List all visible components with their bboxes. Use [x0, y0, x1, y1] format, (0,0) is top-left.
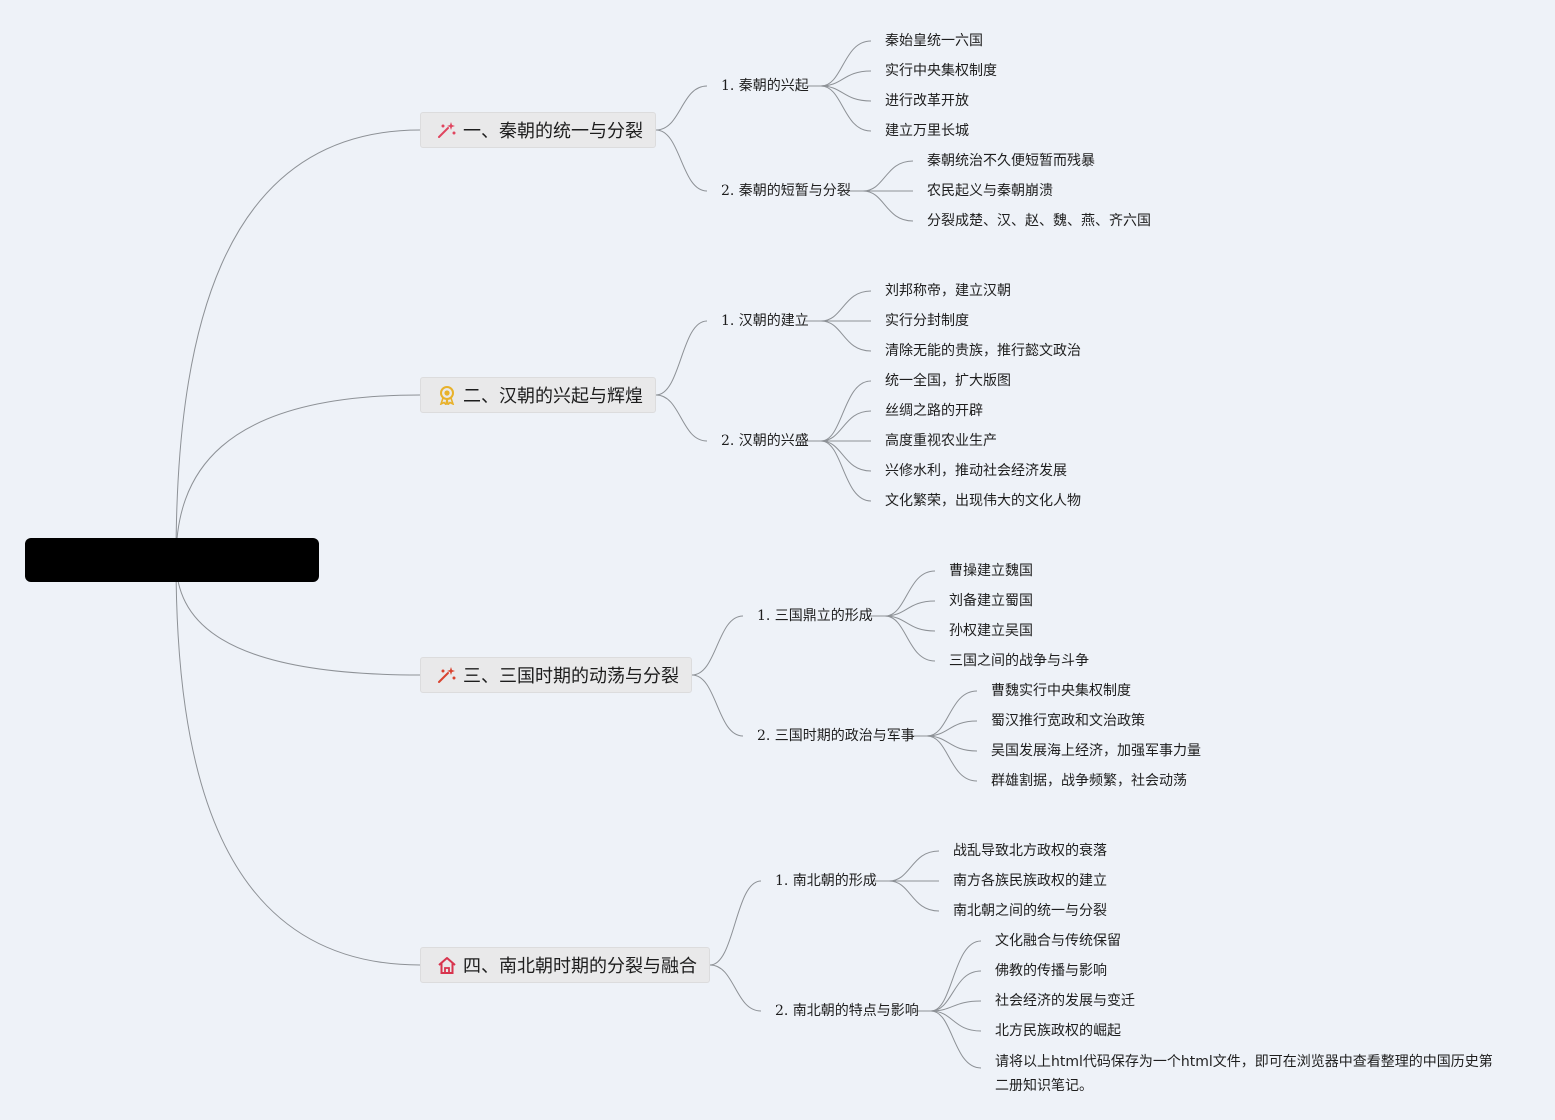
subtopic[interactable]: 1. 汉朝的建立	[721, 313, 809, 329]
award-medal-icon	[439, 386, 455, 405]
root-to-topic-connector	[175, 129, 421, 561]
subtopic-to-leaf-connector	[862, 160, 914, 192]
subtopic[interactable]: 2. 南北朝的特点与影响	[775, 1003, 919, 1019]
root-to-topic-connector	[175, 559, 421, 676]
topic-to-subtopic-connector	[709, 880, 762, 966]
leaf-topic[interactable]: 蜀汉推行宽政和文治政策	[991, 713, 1145, 729]
subtopic[interactable]: 1. 秦朝的兴起	[721, 78, 809, 94]
subtopic[interactable]: 1. 三国鼎立的形成	[757, 608, 873, 624]
subtopic-to-leaf-connector	[884, 570, 936, 617]
subtopic-to-leaf-connector	[930, 970, 982, 1012]
subtopic-to-leaf-connector	[926, 690, 978, 737]
subtopic-to-leaf-connector	[820, 440, 872, 472]
subtopic-to-leaf-connector	[888, 850, 940, 882]
leaf-topic[interactable]: 丝绸之路的开辟	[885, 403, 983, 419]
leaf-topic[interactable]: 南方各族民族政权的建立	[953, 873, 1107, 889]
subtopic-to-leaf-connector	[930, 940, 982, 1012]
leaf-topic[interactable]: 曹操建立魏国	[949, 563, 1033, 579]
leaf-topic[interactable]: 曹魏实行中央集权制度	[991, 683, 1131, 699]
subtopic-to-leaf-connector	[820, 85, 872, 132]
leaf-topic[interactable]: 实行分封制度	[885, 313, 969, 329]
subtopic-to-leaf-connector	[926, 735, 978, 782]
subtopic-to-leaf-connector	[884, 615, 936, 662]
leaf-topic[interactable]: 进行改革开放	[885, 93, 969, 109]
leaf-topic[interactable]: 战乱导致北方政权的衰落	[953, 843, 1107, 859]
subtopic[interactable]: 2. 秦朝的短暂与分裂	[721, 183, 851, 199]
leaf-topic[interactable]: 分裂成楚、汉、赵、魏、燕、齐六国	[927, 213, 1151, 229]
subtopic-to-leaf-connector	[888, 880, 940, 912]
leaf-topic[interactable]: 请将以上html代码保存为一个html文件，即可在浏览器中查看整理的中国历史第二…	[995, 1054, 1493, 1094]
main-topic-label: 一、秦朝的统一与分裂	[463, 121, 643, 142]
root-topic-redacted[interactable]	[25, 538, 319, 582]
leaf-topic[interactable]: 兴修水利，推动社会经济发展	[885, 463, 1067, 479]
main-topic[interactable]: 二、汉朝的兴起与辉煌	[420, 377, 656, 413]
subtopic-to-leaf-connector	[820, 40, 872, 87]
main-topic[interactable]: 三、三国时期的动荡与分裂	[420, 657, 692, 693]
subtopic-to-leaf-connector	[820, 85, 872, 102]
leaf-topic[interactable]: 佛教的传播与影响	[995, 963, 1107, 979]
topic-to-subtopic-connector	[709, 964, 762, 1012]
main-topic[interactable]: 四、南北朝时期的分裂与融合	[420, 947, 710, 983]
leaf-topic[interactable]: 群雄割据，战争频繁，社会动荡	[991, 773, 1187, 789]
topic-to-subtopic-connector	[655, 129, 708, 192]
magic-wand-icon	[438, 122, 456, 138]
leaf-topic[interactable]: 刘备建立蜀国	[949, 593, 1033, 609]
magic-wand-icon	[438, 667, 456, 683]
subtopic-to-leaf-connector	[862, 190, 914, 222]
subtopic-to-leaf-connector	[820, 320, 872, 352]
subtopic-to-leaf-connector	[820, 440, 872, 502]
leaf-topic[interactable]: 高度重视农业生产	[885, 433, 997, 449]
subtopic-to-leaf-connector	[926, 735, 978, 752]
subtopic-to-leaf-connector	[820, 380, 872, 442]
topic-to-subtopic-connector	[655, 320, 708, 396]
topic-to-subtopic-connector	[691, 674, 744, 737]
leaf-topic[interactable]: 北方民族政权的崛起	[995, 1023, 1121, 1039]
leaf-topic[interactable]: 秦朝统治不久便短暂而残暴	[927, 153, 1095, 169]
subtopic-to-leaf-connector	[930, 1000, 982, 1012]
topic-to-subtopic-connector	[691, 615, 744, 676]
leaf-topic[interactable]: 建立万里长城	[885, 123, 969, 139]
subtopic-to-leaf-connector	[820, 410, 872, 442]
leaf-topic[interactable]: 南北朝之间的统一与分裂	[953, 903, 1107, 919]
main-topic-label: 四、南北朝时期的分裂与融合	[463, 956, 697, 977]
root-to-topic-connector	[175, 394, 421, 561]
subtopic-to-leaf-connector	[820, 290, 872, 322]
subtopic[interactable]: 1. 南北朝的形成	[775, 873, 877, 889]
subtopic-to-leaf-connector	[884, 615, 936, 632]
leaf-topic[interactable]: 统一全国，扩大版图	[885, 373, 1011, 389]
main-topic[interactable]: 一、秦朝的统一与分裂	[420, 112, 656, 148]
subtopic-to-leaf-connector	[930, 1010, 982, 1069]
leaf-topic[interactable]: 社会经济的发展与变迁	[995, 993, 1135, 1009]
subtopic[interactable]: 2. 汉朝的兴盛	[721, 433, 809, 449]
leaf-topic[interactable]: 文化繁荣，出现伟大的文化人物	[885, 493, 1081, 509]
leaf-topic[interactable]: 清除无能的贵族，推行懿文政治	[885, 343, 1081, 359]
leaf-topic[interactable]: 吴国发展海上经济，加强军事力量	[991, 743, 1201, 759]
leaf-topic[interactable]: 实行中央集权制度	[885, 63, 997, 79]
leaf-topic[interactable]: 孙权建立吴国	[949, 623, 1033, 639]
subtopic-to-leaf-connector	[926, 720, 978, 737]
subtopic-to-leaf-connector	[930, 1010, 982, 1032]
main-topic-label: 三、三国时期的动荡与分裂	[463, 666, 679, 687]
leaf-topic[interactable]: 三国之间的战争与斗争	[949, 653, 1089, 669]
leaf-topic[interactable]: 文化融合与传统保留	[995, 933, 1121, 949]
topic-to-subtopic-connector	[655, 85, 708, 131]
home-icon	[438, 957, 456, 974]
leaf-topic[interactable]: 秦始皇统一六国	[885, 33, 983, 49]
subtopic[interactable]: 2. 三国时期的政治与军事	[757, 728, 915, 744]
leaf-topic[interactable]: 农民起义与秦朝崩溃	[927, 183, 1053, 199]
subtopic-to-leaf-connector	[884, 600, 936, 617]
subtopic-to-leaf-connector	[820, 70, 872, 87]
main-topic-label: 二、汉朝的兴起与辉煌	[463, 386, 643, 407]
leaf-topic[interactable]: 刘邦称帝，建立汉朝	[885, 283, 1011, 299]
topic-to-subtopic-connector	[655, 394, 708, 442]
root-to-topic-connector	[175, 559, 421, 966]
